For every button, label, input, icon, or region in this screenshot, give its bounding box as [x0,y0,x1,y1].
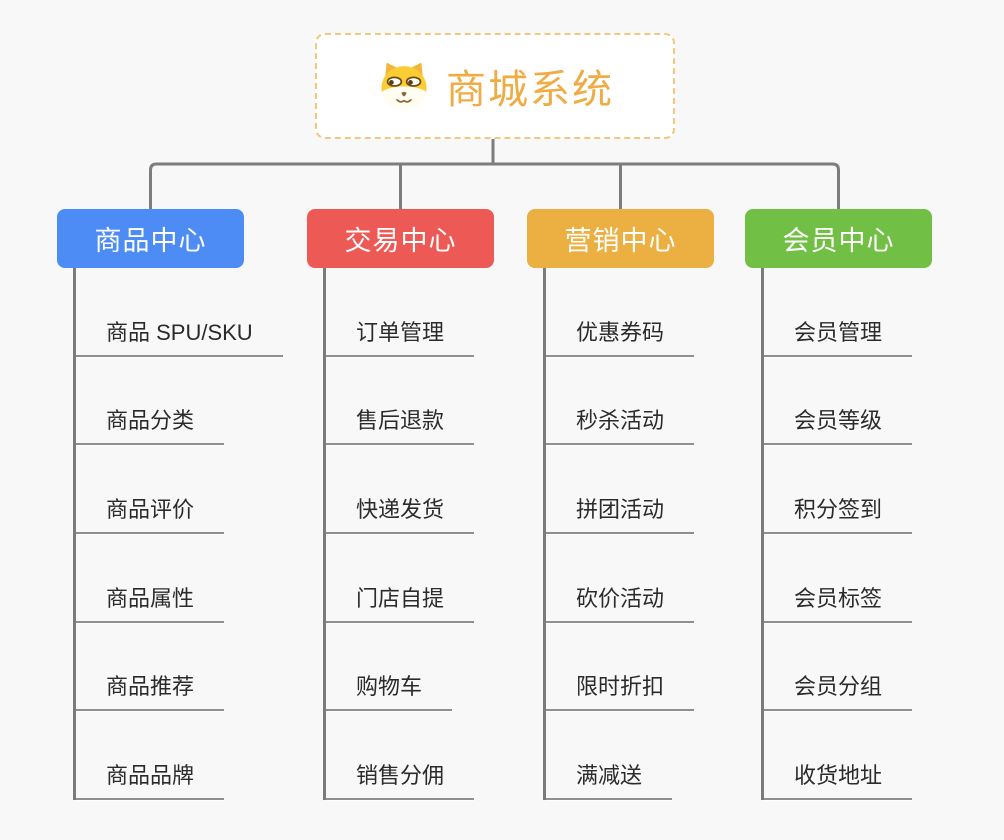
child-node[interactable]: 购物车 [326,623,453,712]
child-node[interactable]: 商品评价 [76,445,225,535]
child-node[interactable]: 积分签到 [764,445,913,535]
branch-children-marketing: 优惠券码 秒杀活动 拼团活动 砍价活动 限时折扣 满减送 [543,268,714,801]
branch-children-member: 会员管理 会员等级 积分签到 会员标签 会员分组 收货地址 [761,268,932,801]
child-node[interactable]: 满减送 [546,711,673,801]
branch-trade-center: 交易中心 订单管理 售后退款 快递发货 门店自提 购物车 销售分佣 [307,209,494,801]
dog-face-icon [376,60,432,112]
branch-header-member[interactable]: 会员中心 [745,209,932,268]
branch-header-marketing[interactable]: 营销中心 [527,209,714,268]
child-node[interactable]: 商品品牌 [76,711,225,801]
child-node[interactable]: 限时折扣 [546,623,695,712]
child-node[interactable]: 秒杀活动 [546,357,695,446]
child-node[interactable]: 会员等级 [764,357,913,446]
child-node[interactable]: 会员管理 [764,268,913,357]
child-node[interactable]: 商品分类 [76,357,225,446]
child-node[interactable]: 快递发货 [326,445,475,535]
child-node[interactable]: 售后退款 [326,357,475,446]
child-node[interactable]: 订单管理 [326,268,475,357]
child-node[interactable]: 门店自提 [326,534,475,623]
child-node[interactable]: 销售分佣 [326,711,475,801]
branch-member-center: 会员中心 会员管理 会员等级 积分签到 会员标签 会员分组 收货地址 [745,209,932,801]
branch-marketing-center: 营销中心 优惠券码 秒杀活动 拼团活动 砍价活动 限时折扣 满减送 [527,209,714,801]
root-node[interactable]: 商城系统 [315,33,675,139]
branch-header-trade[interactable]: 交易中心 [307,209,494,268]
child-node[interactable]: 会员标签 [764,534,913,623]
branch-children-product: 商品 SPU/SKU 商品分类 商品评价 商品属性 商品推荐 商品品牌 [73,268,283,801]
child-node[interactable]: 商品推荐 [76,623,225,712]
branch-product-center: 商品中心 商品 SPU/SKU 商品分类 商品评价 商品属性 商品推荐 商品品牌 [57,209,283,801]
child-node[interactable]: 收货地址 [764,711,913,801]
child-node[interactable]: 商品 SPU/SKU [76,268,283,357]
child-node[interactable]: 砍价活动 [546,534,695,623]
branch-header-product[interactable]: 商品中心 [57,209,244,268]
branch-children-trade: 订单管理 售后退款 快递发货 门店自提 购物车 销售分佣 [323,268,494,801]
child-node[interactable]: 商品属性 [76,534,225,623]
root-title: 商城系统 [446,68,614,112]
child-node[interactable]: 会员分组 [764,623,913,712]
child-node[interactable]: 优惠券码 [546,268,695,357]
child-node[interactable]: 拼团活动 [546,445,695,535]
